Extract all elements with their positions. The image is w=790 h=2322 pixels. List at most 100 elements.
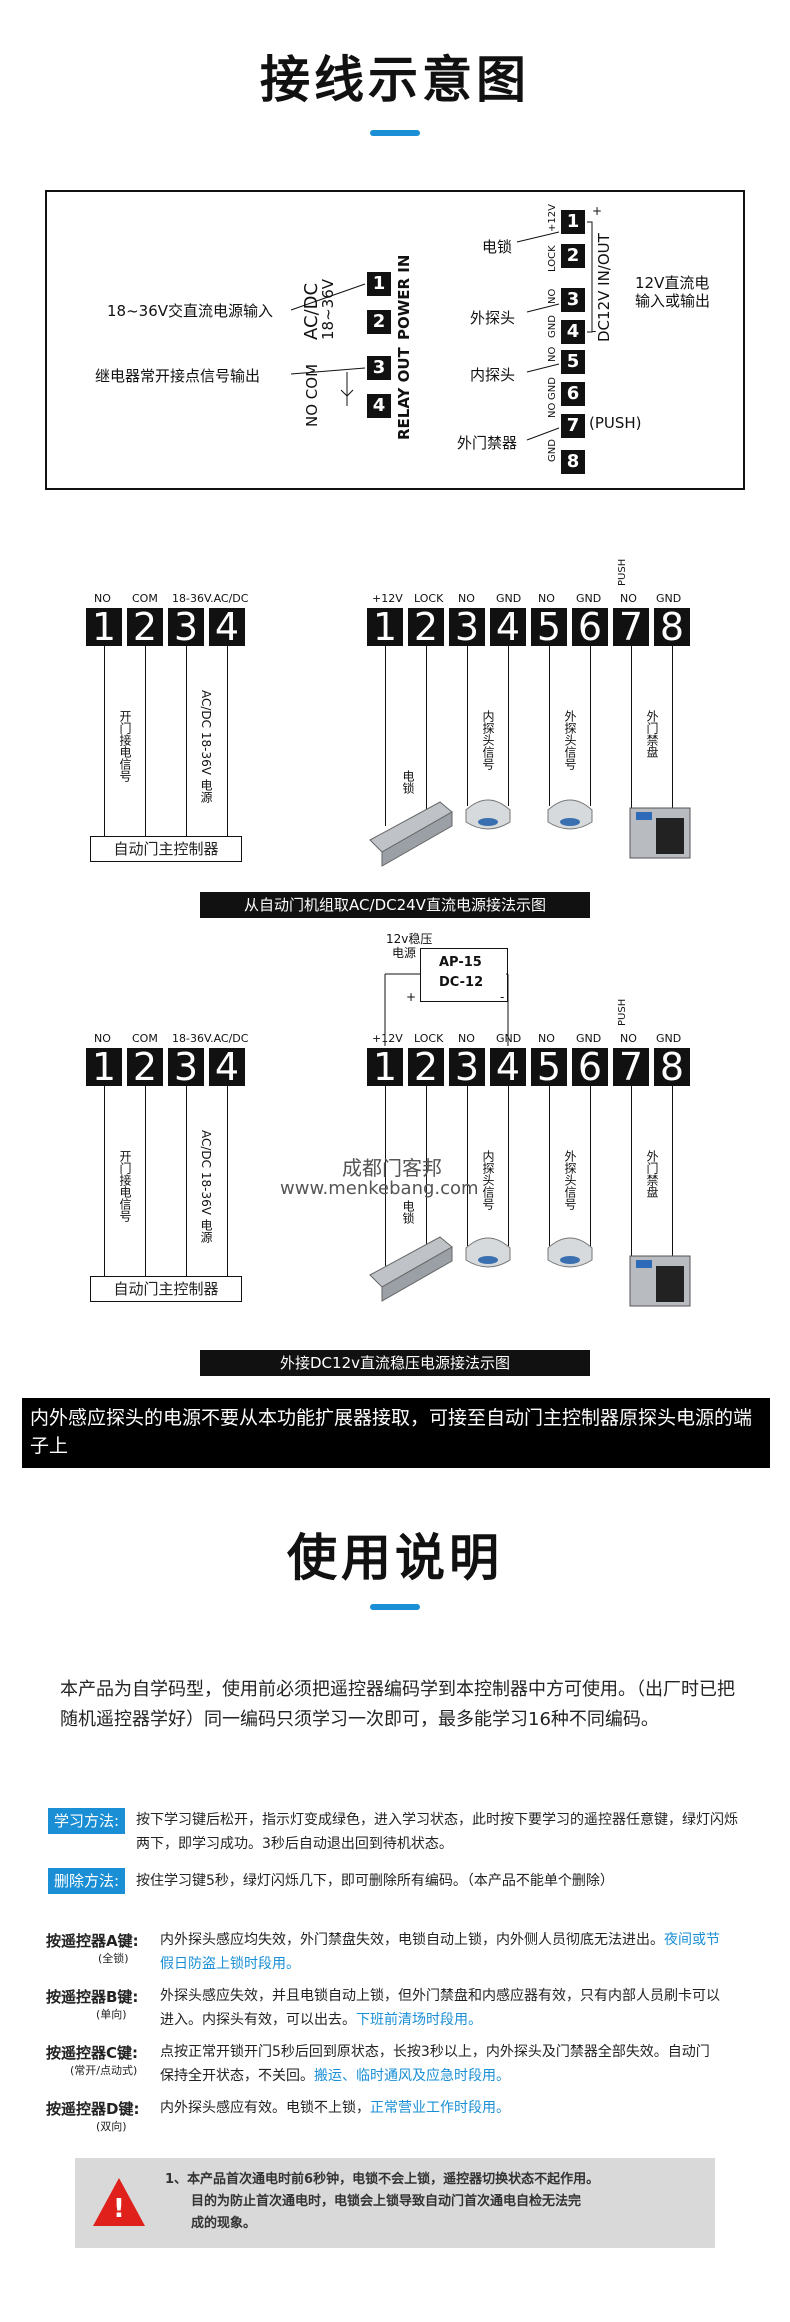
section-title-wiring: 接线示意图 bbox=[260, 51, 530, 109]
diagram2-devices bbox=[369, 799, 691, 867]
header-no-a: NO bbox=[458, 592, 475, 605]
regulator-label-1: 12v稳压 bbox=[386, 932, 433, 946]
wire bbox=[426, 1086, 427, 1266]
header-gnd-a: GND bbox=[496, 592, 522, 605]
outer-access-wire-label: 外门禁盘 bbox=[645, 710, 659, 758]
header-no: NO bbox=[94, 1032, 111, 1045]
warning-line-1: 1、本产品首次通电时前6秒钟，电锁不会上锁，遥控器切换状态不起作用。 bbox=[165, 2172, 600, 2187]
right-pin-3: 3 bbox=[561, 288, 585, 312]
regulator-model-1: AP-15 bbox=[439, 955, 482, 970]
key-c-sub: (常开/点动式) bbox=[70, 2064, 138, 2077]
outer-access-wire-label: 外门禁盘 bbox=[645, 1150, 659, 1198]
inner-probe-wire-label: 内探头信号 bbox=[481, 710, 495, 770]
section-title-usage: 使用说明 bbox=[287, 1529, 503, 1587]
minus-sign: - bbox=[592, 324, 597, 338]
right-pin-7: 7 bbox=[561, 414, 585, 438]
header-lock: LOCK bbox=[414, 592, 444, 605]
reg-minus: - bbox=[500, 990, 505, 1004]
key-c-highlight: 搬运、临时通风及应急时段用。 bbox=[314, 2068, 510, 2084]
wire bbox=[426, 646, 427, 826]
warning-icon bbox=[93, 2178, 145, 2226]
header-com: COM bbox=[132, 592, 158, 605]
wiring-diagram-dc12v: 12v稳压 电源 AP-15 DC-12 + - NO COM 18-36V.A… bbox=[0, 930, 790, 1380]
inner-probe-icon bbox=[465, 1237, 511, 1268]
watermark-url: www.menkebang.com bbox=[280, 1178, 479, 1199]
wire bbox=[672, 646, 673, 816]
key-c-text: 点按正常开锁开门5秒后回到原状态，长按3秒以上，内外探头及门禁器全部失效。自动门… bbox=[160, 2044, 710, 2084]
terminal-right-4: 4 bbox=[490, 1048, 526, 1086]
wiring-overview-diagram: 18~36V交直流电源输入 继电器常开接点信号输出 AC/DC 18~36V N… bbox=[45, 190, 745, 490]
acdc-power-label: AC/DC 18-36V 电源 bbox=[199, 1130, 213, 1243]
main-controller-box: 自动门主控制器 bbox=[90, 836, 242, 862]
diagram3-devices bbox=[369, 973, 691, 1307]
wire bbox=[385, 1086, 386, 1266]
inner-probe-wire-label: 内探头信号 bbox=[481, 1150, 495, 1210]
terminal-left-4: 4 bbox=[209, 608, 245, 646]
regulator-label-2: 电源 bbox=[392, 946, 417, 960]
inner-probe-label: 内探头 bbox=[470, 366, 516, 384]
terminal-left-2: 2 bbox=[127, 608, 163, 646]
regulator-box: AP-15 DC-12 bbox=[420, 948, 508, 1002]
terminal-right-8: 8 bbox=[654, 1048, 690, 1086]
keypad-icon bbox=[629, 807, 691, 859]
header-acdc: 18-36V.AC/DC bbox=[172, 592, 249, 605]
key-b-desc: 外探头感应失效，并且电锁自动上锁，但外门禁盘和内感应器有效，只有内部人员刷卡可以… bbox=[160, 1984, 720, 2032]
wire bbox=[672, 1086, 673, 1256]
left-pin-1: 1 bbox=[367, 272, 391, 296]
key-c-name: 按遥控器C键: bbox=[46, 2044, 139, 2062]
header-gnd-c: GND bbox=[656, 1032, 682, 1045]
terminal-right-5: 5 bbox=[531, 608, 567, 646]
electric-lock-icon bbox=[369, 1236, 453, 1302]
key-a-highlight: 夜间或节假日防盗上锁时段用。 bbox=[160, 1932, 720, 1972]
header-no: NO bbox=[94, 592, 111, 605]
header-12v: +12V bbox=[372, 1032, 403, 1045]
probe-power-notice: 内外感应探头的电源不要从本功能扩展器接取，可接至自动门主控制器原探头电源的端子上 bbox=[22, 1398, 770, 1468]
open-signal-label: 开门接电信号 bbox=[118, 710, 132, 782]
right-pin-2: 2 bbox=[561, 244, 585, 268]
wire bbox=[145, 1086, 146, 1276]
wire bbox=[104, 1086, 105, 1276]
wire bbox=[385, 646, 386, 826]
terminal-right-2: 2 bbox=[408, 1048, 444, 1086]
wire bbox=[145, 646, 146, 836]
header-no-a: NO bbox=[458, 1032, 475, 1045]
regulator-model-2: DC-12 bbox=[439, 975, 484, 990]
wiring-diagram-acdc24v: NO COM 18-36V.AC/DC 1 2 3 4 开门接电信号 AC/DC… bbox=[0, 540, 790, 920]
wire bbox=[104, 646, 105, 836]
key-d-highlight: 正常营业工作时段用。 bbox=[370, 2100, 510, 2116]
delete-method-tag: 删除方法: bbox=[48, 1868, 126, 1894]
terminal-right-1: 1 bbox=[367, 608, 403, 646]
right-pin-1: 1 bbox=[561, 210, 585, 234]
right-pin-8: 8 bbox=[561, 450, 585, 474]
terminal-left-4: 4 bbox=[209, 1048, 245, 1086]
diagram3-caption: 外接DC12v直流稳压电源接法示图 bbox=[200, 1350, 590, 1376]
key-a-text: 内外探头感应均失效，外门禁盘失效，电锁自动上锁，内外侧人员彻底无法进出。 bbox=[160, 1932, 664, 1948]
header-com: COM bbox=[132, 1032, 158, 1045]
terminal-right-8: 8 bbox=[654, 608, 690, 646]
electric-lock-icon bbox=[369, 801, 453, 867]
key-a-name: 按遥控器A键: bbox=[46, 1932, 139, 1950]
key-d-text: 内外探头感应有效。电锁不上锁， bbox=[160, 2100, 370, 2116]
key-d-sub: (双向) bbox=[96, 2120, 127, 2133]
wire bbox=[549, 1086, 550, 1246]
acdc-power-label: AC/DC 18-36V 电源 bbox=[199, 690, 213, 803]
header-gnd-b: GND bbox=[576, 1032, 602, 1045]
learn-method-text: 按下学习键后松开，指示灯变成绿色，进入学习状态，此时按下要学习的遥控器任意键，绿… bbox=[136, 1812, 738, 1852]
warning-exclamation: ! bbox=[113, 2194, 125, 2224]
terminal-right-5: 5 bbox=[531, 1048, 567, 1086]
left-pin-3: 3 bbox=[367, 356, 391, 380]
wire bbox=[227, 646, 228, 836]
wire bbox=[227, 1086, 228, 1276]
wire bbox=[590, 646, 591, 806]
header-no-b: NO bbox=[538, 592, 555, 605]
wire bbox=[631, 646, 632, 816]
terminal-right-6: 6 bbox=[572, 608, 608, 646]
right-pin-5: 5 bbox=[561, 350, 585, 374]
title-underline bbox=[370, 1604, 420, 1610]
wire bbox=[631, 1086, 632, 1256]
diagram2-caption: 从自动门机组取AC/DC24V直流电源接法示图 bbox=[200, 892, 590, 918]
dc12v-desc-1: 12V直流电 bbox=[635, 274, 710, 292]
plus-sign: + bbox=[592, 204, 603, 218]
learn-method-tag: 学习方法: bbox=[48, 1808, 126, 1834]
main-controller-box: 自动门主控制器 bbox=[90, 1276, 242, 1302]
